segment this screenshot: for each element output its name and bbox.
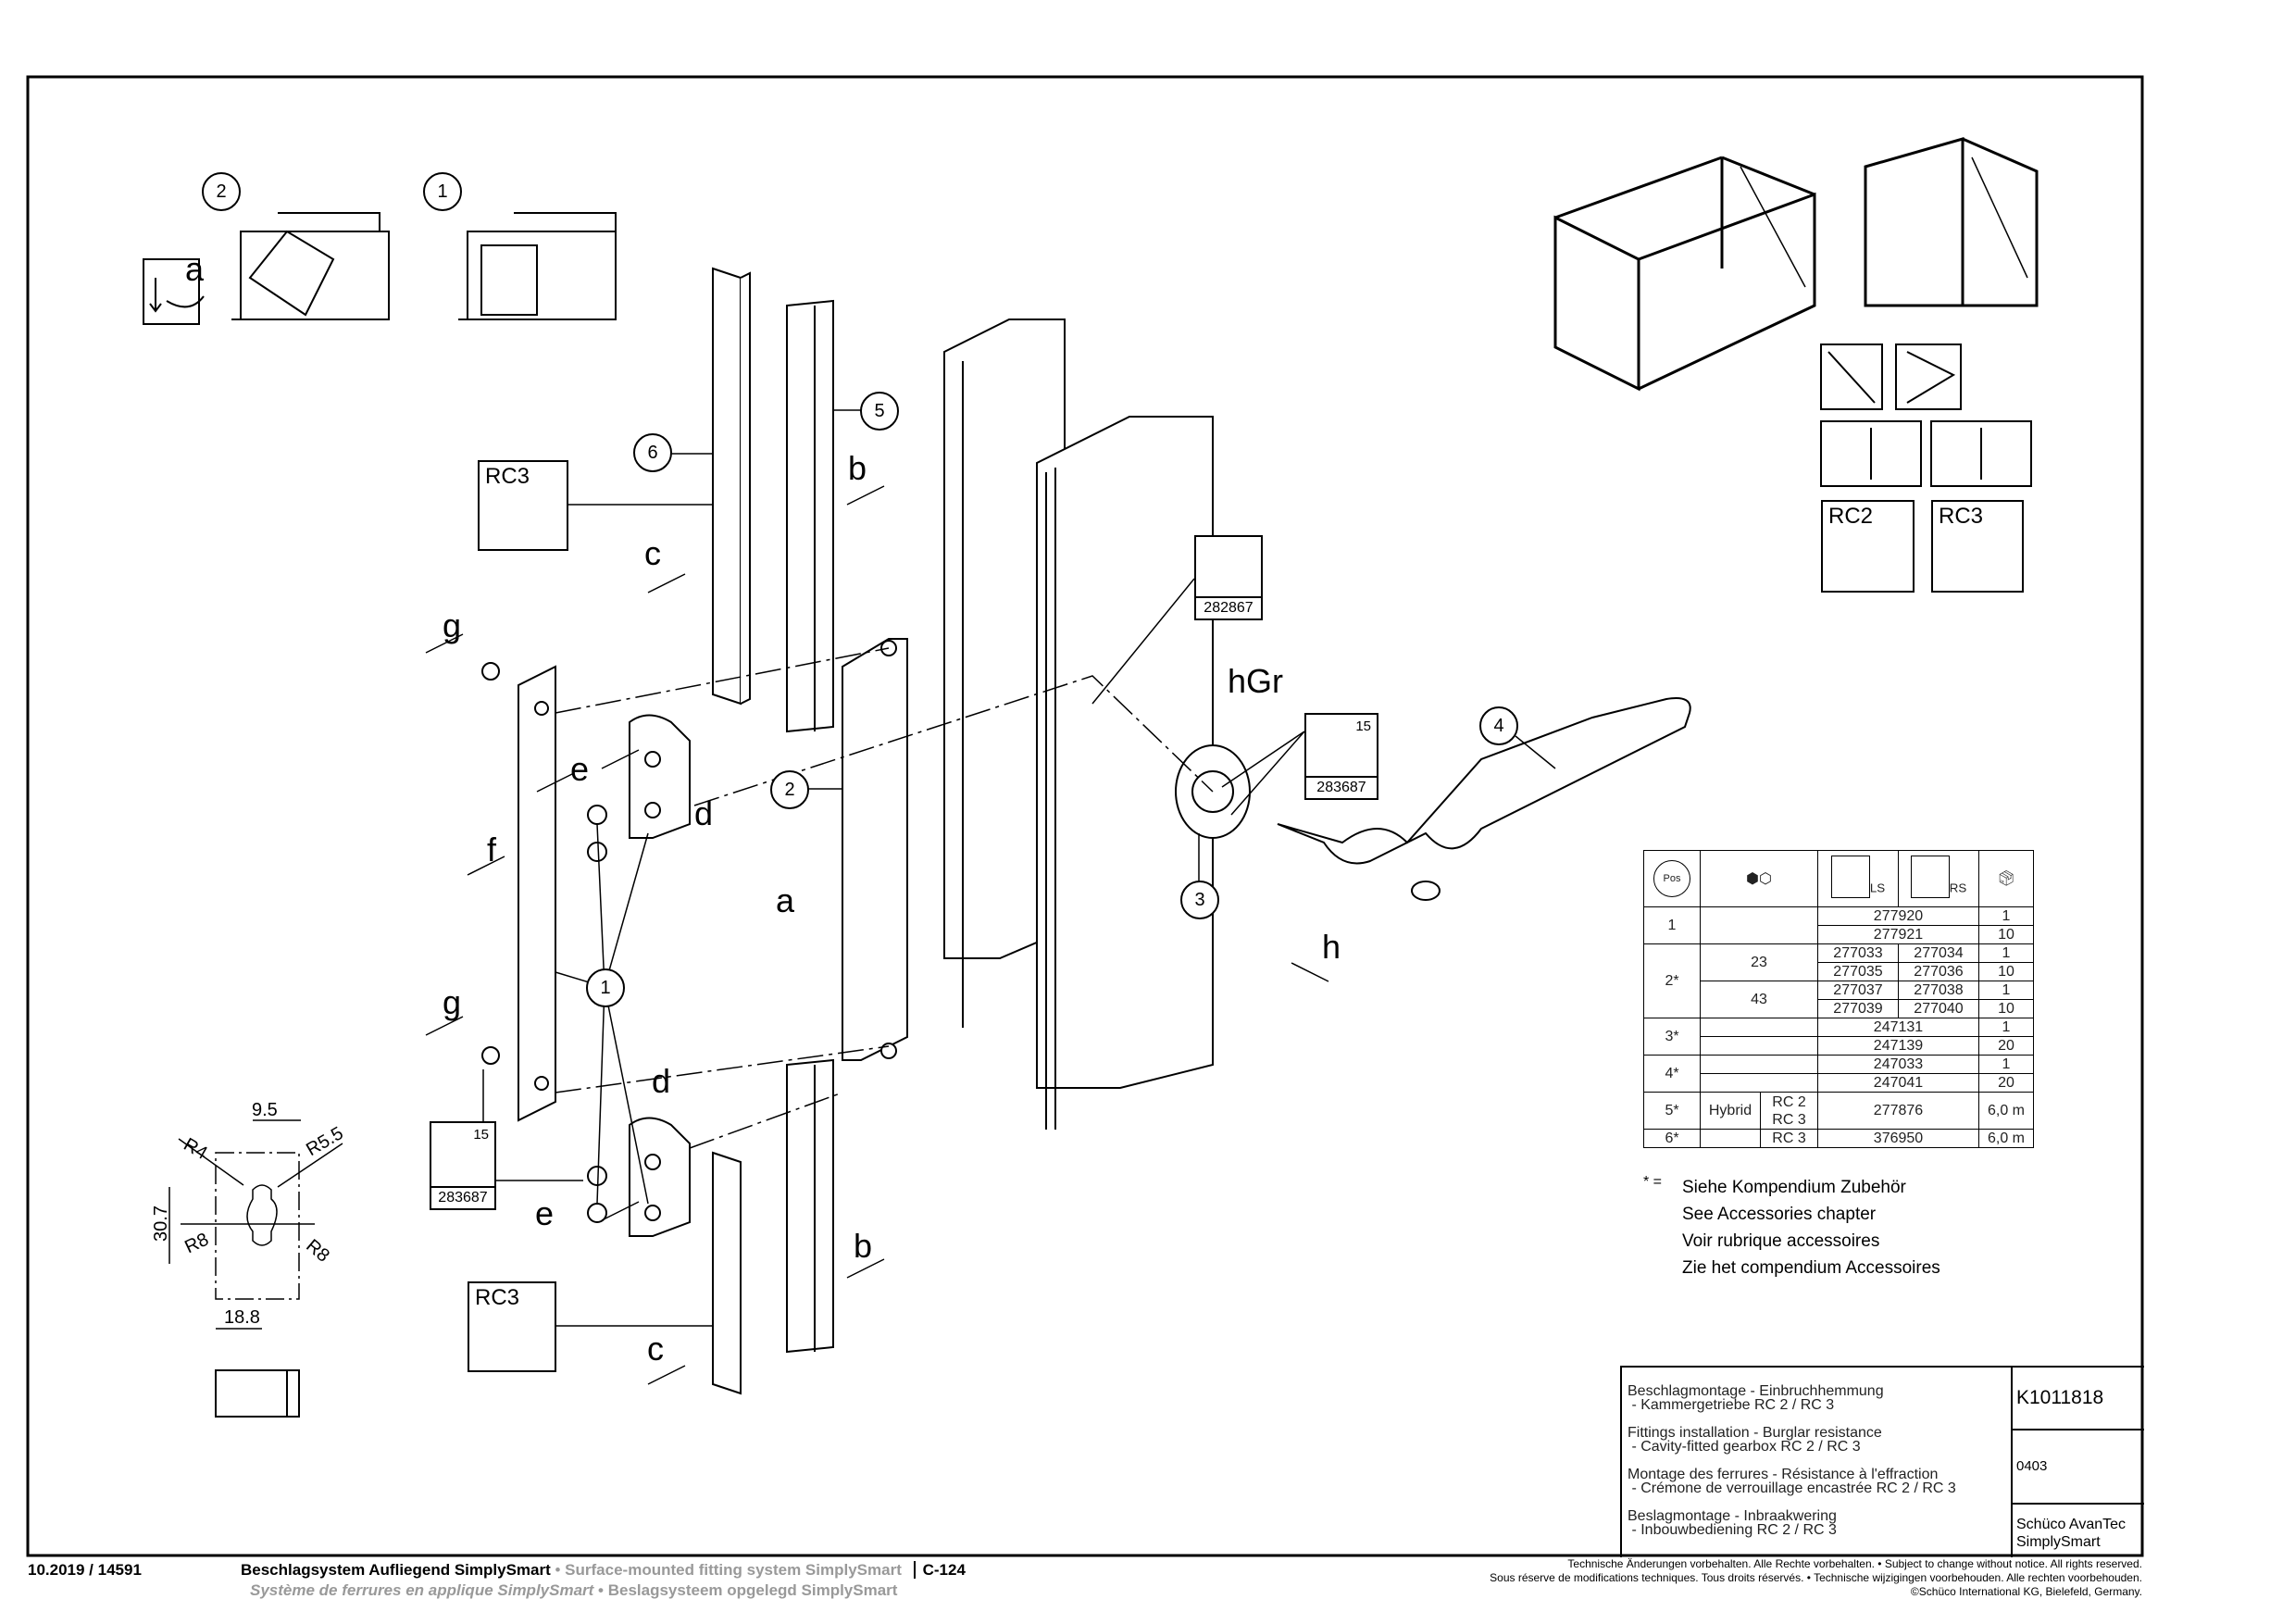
step-label-b: b	[848, 449, 867, 487]
title-descriptions: Beschlagmontage - Einbruchhemmung - Kamm…	[1628, 1384, 1956, 1551]
step-label-g: g	[443, 606, 462, 644]
table-header: Pos ⬢⬡ LS RS 📦︎	[1643, 850, 2034, 907]
handle	[1175, 697, 1691, 901]
keeper-lower	[629, 1117, 691, 1237]
footnote: Siehe Kompendium Zubehör See Accessories…	[1682, 1174, 1940, 1281]
frame-profile	[943, 319, 1214, 1130]
footnote-nl: Zie het compendium Accessoires	[1682, 1258, 1940, 1278]
desc-en: Fittings installation - Burglar resistan…	[1628, 1425, 1882, 1455]
desc-de: Beschlagmontage - Einbruchhemmung - Kamm…	[1628, 1383, 1884, 1413]
callout-1: 1	[423, 172, 462, 211]
footer-date-ref: 10.2019 / 14591	[28, 1561, 142, 1579]
step-label-hgr: hGr	[1228, 662, 1284, 700]
footer-legal: Technische Änderungen vorbehalten. Alle …	[1490, 1557, 2142, 1598]
ls-window-icon: LS	[1817, 850, 1899, 907]
drawing-code: 0403	[2013, 1430, 2144, 1505]
drawing-frame	[26, 75, 2144, 1557]
strip-lower-b	[786, 1058, 834, 1354]
callout-6: 6	[633, 433, 672, 472]
callout-3: 3	[1180, 881, 1219, 919]
gearbox	[842, 638, 908, 1061]
window-type-icons	[1820, 344, 2032, 487]
callout-4: 4	[1479, 706, 1518, 745]
step-label-d2: d	[652, 1062, 671, 1100]
step-label-e2: e	[535, 1194, 555, 1232]
direction-arrows	[425, 485, 1329, 1385]
profile-section-small	[215, 1369, 300, 1418]
section-view-2	[231, 212, 390, 320]
dim-width-top: 9.5	[252, 1100, 278, 1120]
window-iso-views	[1553, 137, 2039, 392]
rc3-symbol-lower: RC3	[468, 1281, 556, 1372]
step-label-c2: c	[647, 1330, 664, 1368]
screws	[481, 662, 607, 1223]
page-number: C-124	[913, 1561, 966, 1579]
dimension-detail	[168, 1119, 343, 1330]
pos-header-icon: Pos	[1643, 850, 1701, 907]
title-block: Beschlagmontage - Einbruchhemmung - Kamm…	[1620, 1366, 2144, 1557]
callout-1b: 1	[586, 968, 625, 1007]
strip-lower-c	[712, 1151, 742, 1395]
step-label-d: d	[694, 794, 714, 832]
package-icon: 📦︎	[1978, 850, 2034, 907]
footer-title-line1: Beschlagsystem Aufliegend SimplySmart • …	[241, 1561, 966, 1579]
dim-height: 30.7	[150, 1206, 171, 1242]
leader-lines	[482, 409, 1556, 1327]
dim-width-bottom: 18.8	[224, 1307, 260, 1328]
keeper-upper	[629, 714, 691, 839]
desc-nl: Beslagmontage - Inbraakwering - Inbouwbe…	[1628, 1508, 1837, 1538]
rc3-symbol: RC3	[1931, 500, 2024, 593]
footer-title-line2: Système de ferrures en applique SimplySm…	[250, 1581, 898, 1599]
drawing-number: K1011818	[2013, 1368, 2144, 1430]
cover-plate-f	[518, 665, 556, 1122]
desc-fr: Montage des ferrures - Résistance à l'ef…	[1628, 1467, 1956, 1496]
step-label-f: f	[487, 831, 497, 868]
step-label-a: a	[185, 250, 205, 288]
footnote-fr: Voir rubrique accessoires	[1682, 1231, 1880, 1251]
callout-5: 5	[860, 392, 899, 431]
step-label-h: h	[1322, 928, 1341, 966]
step-label-g2: g	[443, 983, 462, 1021]
assembly-axes	[555, 647, 1214, 1149]
footnote-mark: * =	[1643, 1174, 1663, 1190]
callout-2b: 2	[770, 770, 809, 809]
footnote-en: See Accessories chapter	[1682, 1205, 1877, 1224]
rc3-symbol-upper: RC3	[478, 460, 568, 551]
strip-6	[712, 267, 751, 706]
footnote-de: Siehe Kompendium Zubehör	[1682, 1178, 1906, 1197]
step-label-b2: b	[854, 1227, 873, 1265]
rc2-symbol: RC2	[1821, 500, 1915, 593]
rotate-arrow-box	[143, 258, 205, 325]
callout-2: 2	[202, 172, 241, 211]
tool-box-282867: 282867	[1194, 535, 1263, 620]
step-label-a2: a	[776, 881, 795, 919]
step-label-c: c	[644, 534, 661, 572]
rs-window-icon: RS	[1898, 850, 1979, 907]
step-label-e: e	[570, 750, 590, 788]
section-view-1	[458, 212, 617, 320]
strip-5	[786, 299, 834, 733]
cubes-icon: ⬢⬡	[1700, 850, 1818, 907]
